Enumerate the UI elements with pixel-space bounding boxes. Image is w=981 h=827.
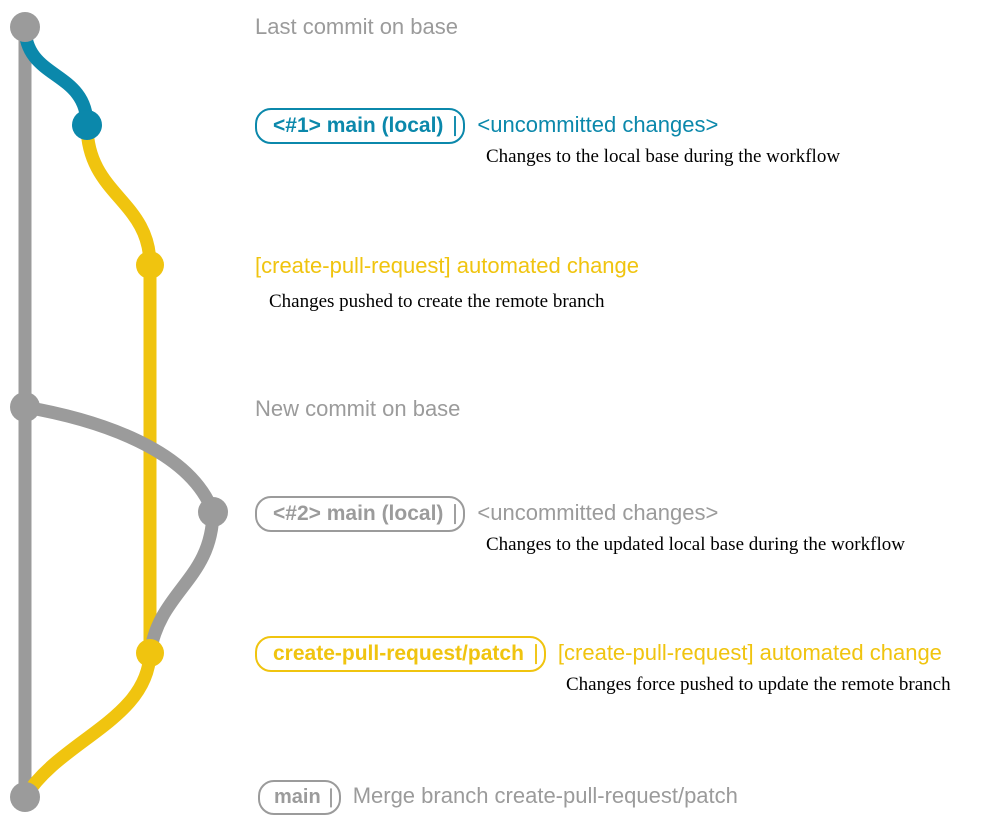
commit-row-base-merge: main Merge branch create-pull-request/pa… bbox=[258, 780, 738, 815]
branch-pill-main-label: main bbox=[274, 786, 321, 808]
branch-line-remote-1 bbox=[80, 118, 157, 660]
commit-node-base-new[interactable] bbox=[10, 392, 40, 422]
commit-subtext-local-1: Changes to the local base during the wor… bbox=[486, 146, 841, 167]
branch-line-local-2-to-remote bbox=[143, 505, 220, 660]
commit-node-local-2[interactable] bbox=[198, 497, 228, 527]
commit-message-base-merge: Merge branch create-pull-request/patch bbox=[352, 783, 738, 808]
branch-line-local-1 bbox=[18, 20, 94, 132]
commit-node-local-1[interactable] bbox=[72, 110, 102, 140]
commit-node-base-last[interactable] bbox=[10, 12, 40, 42]
commit-node-base-merge[interactable] bbox=[10, 782, 40, 812]
commit-row-base-last: Last commit on base bbox=[255, 16, 458, 38]
branch-pill-local-2-label: <#2> main (local) bbox=[273, 502, 444, 525]
commit-node-remote-1[interactable] bbox=[136, 251, 164, 279]
commit-node-remote-2[interactable] bbox=[136, 639, 164, 667]
commit-message-local-1: <uncommitted changes> bbox=[477, 112, 719, 137]
commit-row-base-new: New commit on base bbox=[255, 398, 460, 420]
branch-pill-remote-2-label: create-pull-request/patch bbox=[273, 642, 524, 665]
commit-subtext-remote-2: Changes force pushed to update the remot… bbox=[566, 674, 951, 695]
commit-row-local-1: <#1> main (local) <uncommitted changes> bbox=[255, 108, 718, 144]
commit-message-remote-1: [create-pull-request] automated change bbox=[255, 253, 640, 278]
branch-pill-local-1-label: <#1> main (local) bbox=[273, 114, 444, 137]
commit-subtext-remote-1: Changes pushed to create the remote bran… bbox=[269, 291, 605, 312]
branch-line-local-2 bbox=[18, 400, 220, 519]
commit-message-base-last: Last commit on base bbox=[255, 14, 458, 39]
commit-message-local-2: <uncommitted changes> bbox=[477, 500, 719, 525]
branch-pill-remote-2[interactable]: create-pull-request/patch bbox=[255, 636, 546, 672]
commit-message-base-new: New commit on base bbox=[255, 396, 461, 421]
commit-row-remote-1: [create-pull-request] automated change bbox=[255, 255, 639, 277]
branch-line-remote-merge bbox=[18, 646, 157, 804]
commit-message-remote-2: [create-pull-request] automated change bbox=[557, 640, 942, 665]
branch-pill-main[interactable]: main bbox=[258, 780, 341, 815]
branch-pill-local-2[interactable]: <#2> main (local) bbox=[255, 496, 466, 532]
branch-pill-local-1[interactable]: <#1> main (local) bbox=[255, 108, 466, 144]
commit-row-local-2: <#2> main (local) <uncommitted changes> bbox=[255, 496, 718, 532]
commit-row-remote-2: create-pull-request/patch [create-pull-r… bbox=[255, 636, 942, 672]
commit-subtext-local-2: Changes to the updated local base during… bbox=[486, 534, 905, 555]
